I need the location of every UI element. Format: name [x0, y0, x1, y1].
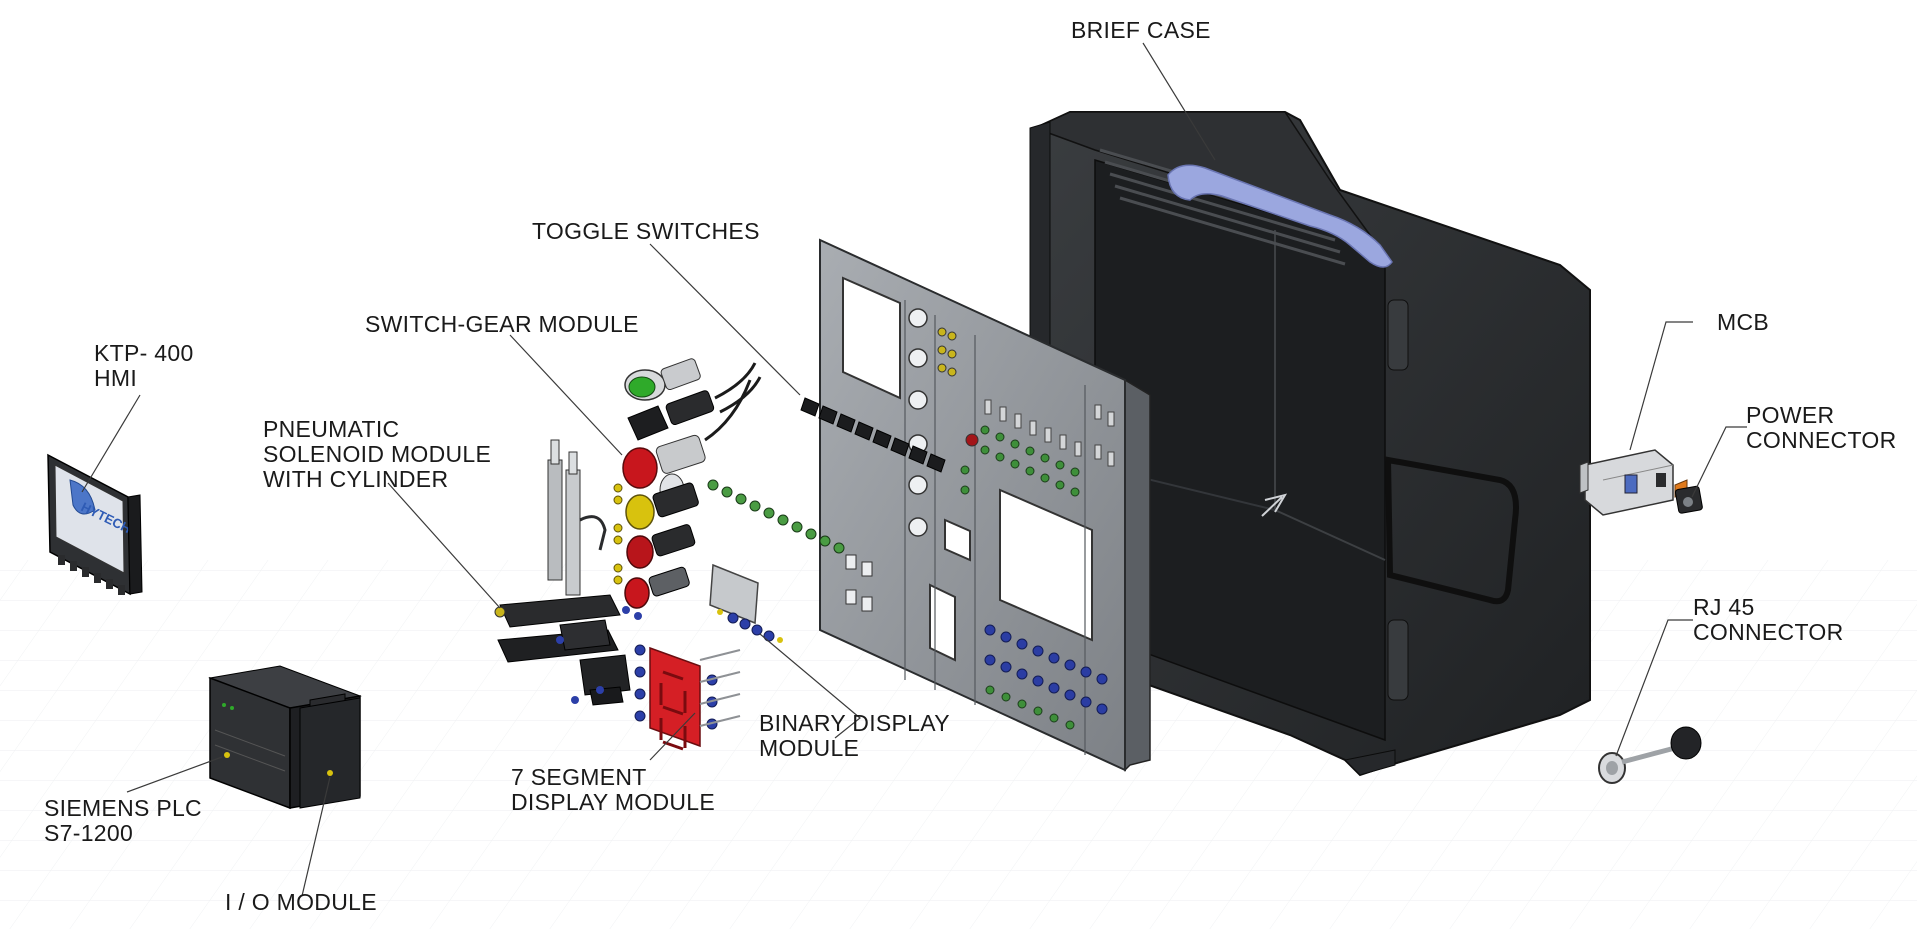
label-binary-line1: BINARY DISPLAY [759, 710, 950, 736]
switch-gear-module [613, 358, 762, 620]
label-seven-segment-line2: DISPLAY MODULE [511, 789, 716, 815]
pneumatic-solenoid-module [494, 439, 631, 706]
label-toggle-switches: TOGGLE SWITCHES [532, 218, 760, 244]
label-binary-line2: MODULE [759, 735, 860, 761]
panel-green-jacks [960, 425, 1080, 497]
io-module [299, 697, 361, 809]
rj45-connector [1598, 726, 1702, 784]
label-siemens-line1: SIEMENS PLC [44, 795, 202, 821]
front-panel [819, 238, 1151, 772]
label-power-connector-line1: POWER [1746, 402, 1835, 428]
power-connector [1674, 479, 1703, 514]
label-pneumatic-line3: WITH CYLINDER [263, 466, 449, 492]
panel-holes [908, 308, 928, 537]
label-ktp400-hmi: KTP- 400 HMI [94, 341, 194, 391]
leader-lines [81, 42, 1747, 897]
label-ktp400-line2: HMI [94, 365, 138, 391]
panel-blue-jacks [984, 624, 1108, 715]
label-mcb: MCB [1717, 309, 1770, 335]
label-pneumatic-line1: PNEUMATIC [263, 416, 400, 442]
label-ktp400-line1: KTP- 400 [94, 340, 194, 366]
label-binary-display-module: BINARY DISPLAY MODULE [759, 711, 950, 761]
green-connectors [707, 479, 845, 554]
label-seven-segment-module: 7 SEGMENT DISPLAY MODULE [511, 765, 715, 815]
label-power-connector: POWER CONNECTOR [1746, 403, 1897, 453]
label-io-module: I / O MODULE [225, 889, 377, 915]
label-pneumatic-module: PNEUMATIC SOLENOID MODULE WITH CYLINDER [263, 417, 491, 492]
ktp400-hmi: HYTECH [47, 453, 143, 596]
label-seven-segment-line1: 7 SEGMENT [511, 764, 647, 790]
label-siemens-line2: S7-1200 [44, 820, 134, 846]
label-switch-gear-module: SWITCH-GEAR MODULE [365, 311, 639, 337]
label-brief-case: BRIEF CASE [1071, 17, 1211, 43]
mcb [1579, 449, 1674, 516]
label-rj45-line1: RJ 45 [1693, 594, 1755, 620]
label-siemens-plc: SIEMENS PLC S7-1200 [44, 796, 202, 846]
binary-display-module [709, 563, 783, 643]
case-handle [1167, 164, 1393, 268]
label-power-connector-line2: CONNECTOR [1746, 427, 1897, 453]
toggle-switches [800, 397, 946, 473]
label-pneumatic-line2: SOLENOID MODULE [263, 441, 492, 467]
label-rj45-line2: CONNECTOR [1693, 619, 1844, 645]
label-rj45-connector: RJ 45 CONNECTOR [1693, 595, 1844, 645]
